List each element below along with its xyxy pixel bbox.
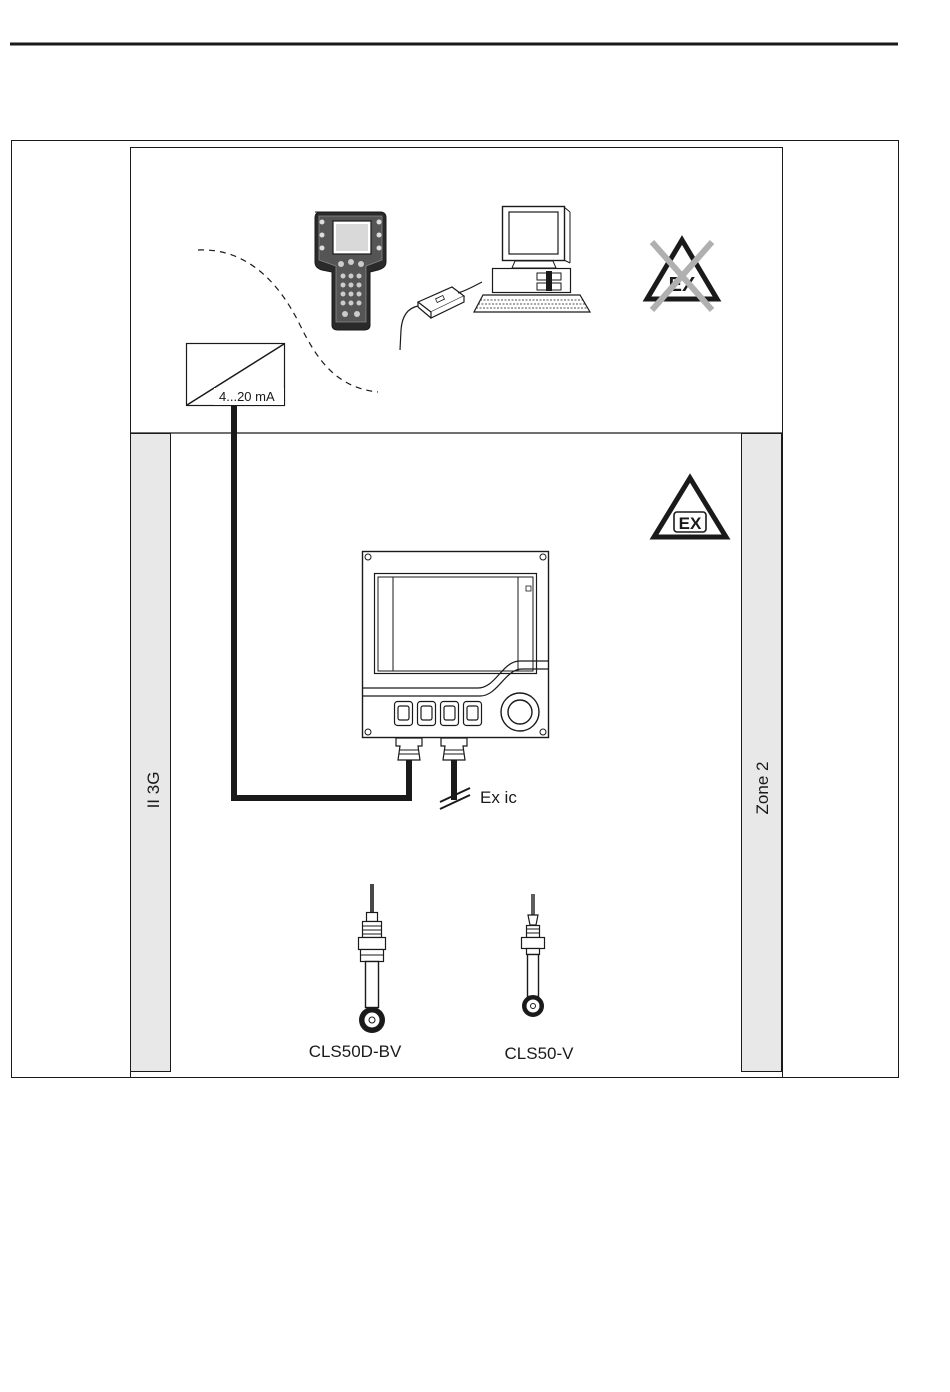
sensor-2-label: CLS50-V (505, 1044, 575, 1063)
ex-ic-cable: Ex ic (440, 760, 517, 809)
ex-triangle-icon: EX (654, 478, 726, 537)
handheld-terminal-icon (315, 212, 386, 330)
computer-icon (400, 207, 590, 351)
signal-converter: 4...20 mA (187, 344, 285, 406)
sensor-cls50d-bv: CLS50D-BV (309, 884, 402, 1061)
sensor-cls50-v: CLS50-V (505, 894, 575, 1063)
cable-label: Ex ic (480, 788, 517, 807)
sensor-1-label: CLS50D-BV (309, 1042, 402, 1061)
signal-label: 4...20 mA (219, 389, 275, 404)
transmitter-device (363, 552, 549, 761)
zone-bar-left (131, 434, 171, 1072)
ex-crossed-icon: EX (647, 240, 717, 310)
zone-left-label: II 3G (144, 772, 163, 809)
zone-right-label: Zone 2 (753, 762, 772, 815)
ex-label: EX (679, 514, 702, 533)
zone-bar-right (742, 434, 782, 1072)
